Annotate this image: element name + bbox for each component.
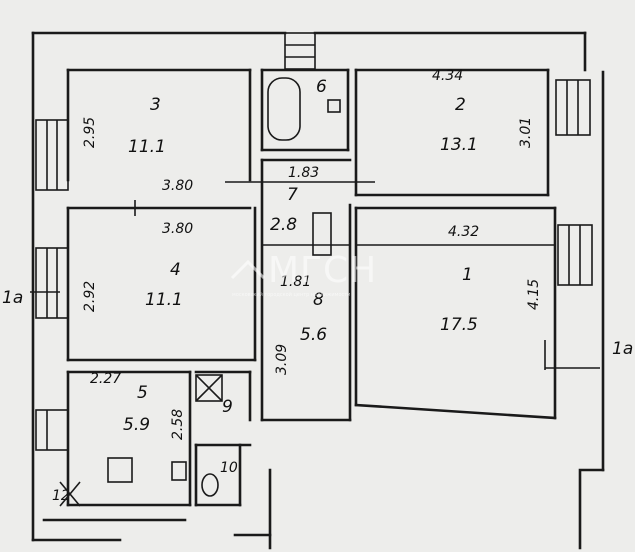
room-number: 2: [455, 95, 466, 115]
dimension-label: 1.81: [280, 274, 311, 290]
kitchen-sink-icon: [171, 461, 187, 481]
bathtub-icon: [267, 77, 301, 141]
room-number: 4: [170, 260, 181, 280]
dimension-label: 1.83: [288, 165, 319, 181]
windows: [35, 32, 593, 451]
room-number: 8: [313, 290, 324, 310]
dimension-label: 4.34: [432, 68, 463, 84]
dimension-label: 2.95: [82, 117, 98, 148]
dimension-label: 3.09: [274, 344, 290, 375]
dimension-labels: 4.34 3.01 4.32 4.15 2.95 3.80 3.80 2.92 …: [82, 68, 542, 440]
room-number: 6: [316, 77, 327, 97]
room-area: 11.1: [145, 290, 183, 310]
watermark-logo: МГСН: [268, 250, 377, 291]
exterior-labels: 1a 1a: [2, 288, 633, 359]
outer-walls: [31, 31, 605, 550]
dimension-lines: [30, 181, 600, 370]
interior-walls: [42, 68, 557, 537]
dimension-label: 2.27: [90, 371, 121, 387]
watermark: МГСН московский городской центр недвижим…: [230, 250, 377, 298]
fixtures: [107, 77, 341, 497]
dimension-label: 4.15: [526, 279, 542, 310]
room-number: 9: [222, 397, 233, 417]
dimension-label: 3.80: [162, 178, 193, 194]
house-logo-icon: [230, 259, 266, 280]
room-number: 5: [137, 383, 148, 403]
dimension-label: 2.58: [170, 409, 186, 440]
room-area: 11.1: [128, 137, 166, 157]
dimension-label: 3.01: [518, 117, 534, 148]
dimension-label: 4.32: [448, 224, 479, 240]
ventilation-shaft-icon: [195, 374, 223, 402]
exterior-label-right: 1a: [612, 339, 633, 359]
room-area: 17.5: [440, 315, 478, 335]
exterior-label-left: 1a: [2, 288, 23, 308]
watermark-tagline: московский городской центр недвижимости: [232, 291, 350, 298]
dimension-label: 2.92: [82, 281, 98, 312]
room-area: 5.6: [300, 325, 327, 345]
room-number: 7: [287, 185, 298, 205]
room-number: 1: [462, 265, 473, 285]
room-area: 2.8: [270, 215, 297, 235]
room-area: 5.9: [123, 415, 150, 435]
room-number: 10: [220, 460, 238, 476]
room-number: 3: [150, 95, 161, 115]
room-labels: 2 13.1 3 11.1 4 11.1 1 17.5 5 5.9 6 7 2.…: [52, 77, 478, 507]
dimension-label: 3.80: [162, 221, 193, 237]
room-area: 13.1: [440, 135, 478, 155]
stove-icon: [107, 457, 133, 483]
toilet-icon: [201, 473, 219, 497]
sink-icon: [327, 99, 341, 113]
